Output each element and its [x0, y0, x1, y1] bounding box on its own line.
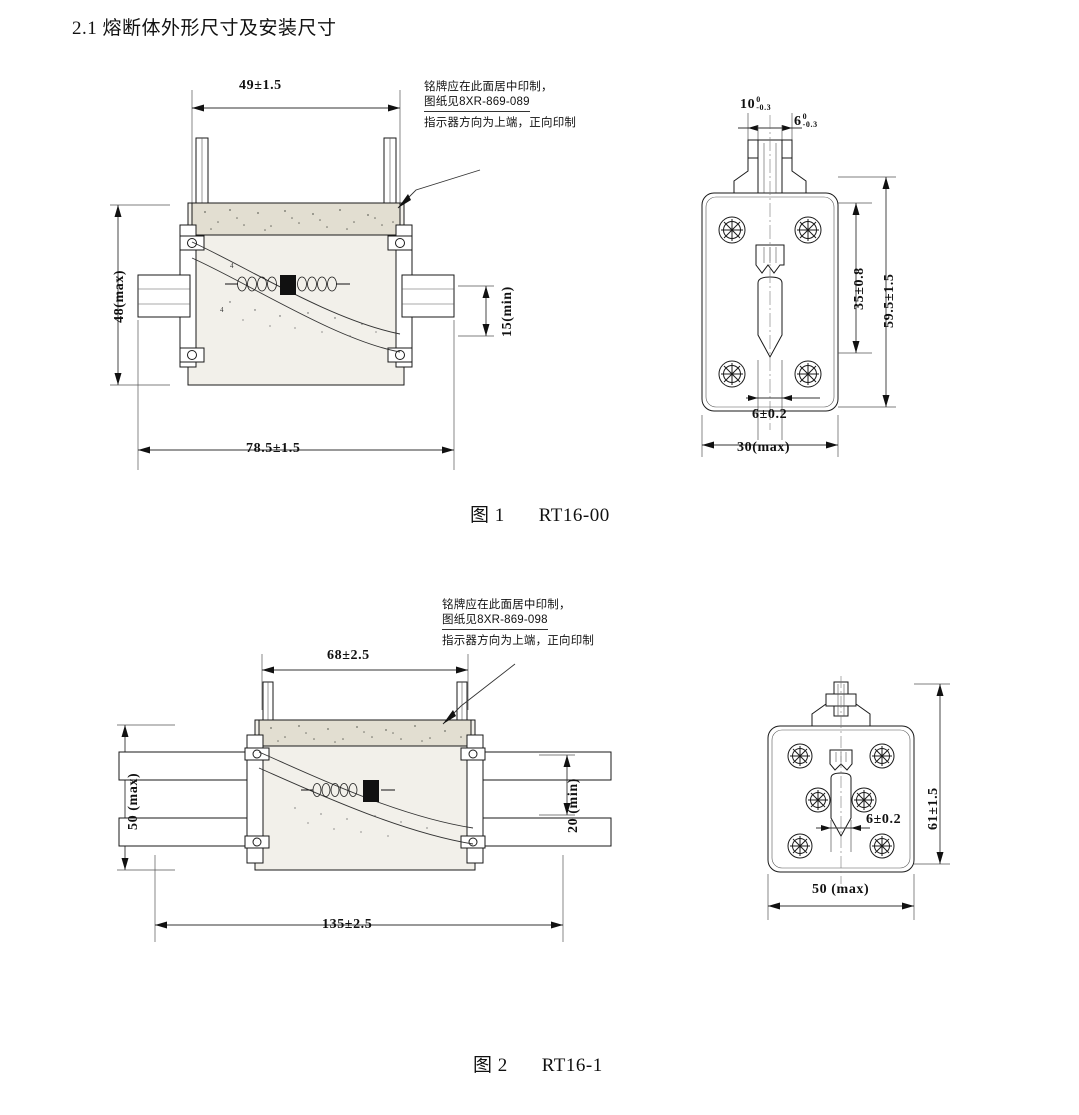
- figure1-dim-6-upper: 0: [802, 112, 808, 121]
- figure2-note-line3: 指示器方向为上端，正向印制: [442, 635, 595, 647]
- svg-text:4: 4: [220, 306, 224, 314]
- figure1-front-view-svg: 4 4: [110, 90, 494, 470]
- figure1-width-outer-dimension: 30(max): [737, 440, 791, 455]
- svg-text:4: 4: [230, 262, 234, 270]
- figure1-dim-6-lower: -0.3: [802, 120, 818, 129]
- figure2-side-view-svg: [767, 676, 950, 920]
- figure1-dim-10-lower: -0.3: [756, 103, 772, 112]
- figure2-note-line2: 图纸见8XR-869-098: [442, 613, 548, 630]
- figure1-dim-10-value: 10: [740, 97, 756, 113]
- figure1-height-inner-dimension: 35±0.8: [852, 267, 867, 310]
- figure1-caption-label: 图 1: [470, 505, 505, 526]
- figure2-side-view-drawing: [750, 670, 990, 930]
- figure2-width-inner-dimension: 6±0.2: [866, 812, 902, 827]
- figure1-width-bottom-dimension: 78.5±1.5: [246, 441, 301, 456]
- figure2-nameplate-note: 铭牌应在此面居中印制， 图纸见8XR-869-098 指示器方向为上端，正向印制: [442, 598, 594, 649]
- figure2-width-bottom-dimension: 135±2.5: [322, 917, 373, 932]
- figure2-front-view-svg: [117, 654, 612, 942]
- figure2-width-top-dimension: 68±2.5: [327, 648, 370, 663]
- figure1-caption-name: RT16-00: [538, 505, 610, 526]
- section-heading: 2.1 熔断体外形尺寸及安装尺寸: [72, 18, 337, 39]
- figure1-note-line2: 图纸见8XR-869-089: [424, 95, 530, 112]
- figure1-height-outer-dimension: 59.5±1.5: [882, 273, 897, 328]
- figure2-front-view-drawing: [95, 640, 615, 960]
- figure1-side-view-svg: [701, 113, 896, 457]
- figure2-height-right-dimension: 20 (min): [566, 778, 581, 833]
- figure1-width-top-dimension: 49±1.5: [239, 78, 282, 93]
- figure1-dim-10-upper: 0: [756, 95, 761, 104]
- figure1-width-inner-dimension: 6±0.2: [752, 407, 788, 422]
- figure1-height-right-dimension: 15(min): [500, 286, 515, 337]
- figure2-caption: 图 2 RT16-1: [473, 1050, 603, 1077]
- figure1-note-line3: 指示器方向为上端，正向印制: [424, 117, 577, 129]
- figure1-dim-6-value: 6: [794, 114, 802, 130]
- figure1-nameplate-note: 铭牌应在此面居中印制， 图纸见8XR-869-089 指示器方向为上端，正向印制: [424, 80, 576, 131]
- figure1-caption: 图 1 RT16-00: [470, 500, 610, 527]
- figure1-note-line1: 铭牌应在此面居中印制，: [424, 81, 553, 93]
- figure1-height-left-dimension: 48(max): [112, 269, 127, 323]
- figure2-note-line1: 铭牌应在此面居中印制，: [442, 599, 571, 611]
- figure1-front-view-drawing: 4 4: [80, 70, 540, 490]
- figure2-height-outer-dimension: 61±1.5: [926, 787, 941, 830]
- figure2-caption-label: 图 2: [473, 1055, 508, 1076]
- figure2-caption-name: RT16-1: [541, 1055, 603, 1076]
- figure1-side-view-drawing: [660, 85, 940, 485]
- figure2-width-outer-dimension: 50 (max): [812, 882, 870, 897]
- figure2-height-left-dimension: 50 (max): [126, 772, 141, 830]
